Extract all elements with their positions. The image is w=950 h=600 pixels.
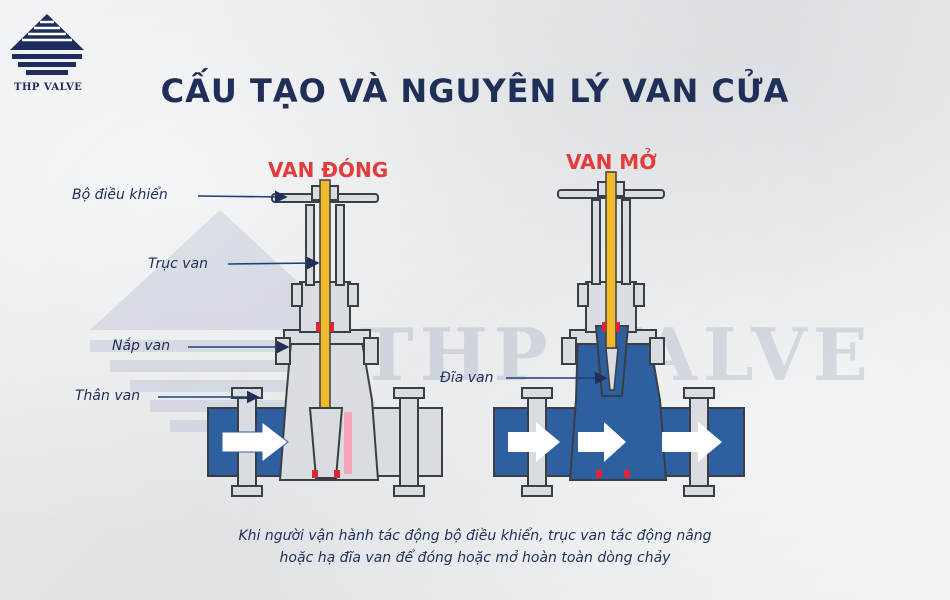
caption: Khi người vận hành tác động bộ điều khiể…: [0, 525, 950, 569]
thp-valve-logo-icon: [10, 14, 84, 75]
label-stem: Trục van: [148, 256, 208, 272]
closed-flow-arrow: [221, 420, 289, 464]
open-stem: [605, 171, 617, 349]
brand-name: THP VALVE: [14, 82, 83, 93]
label-disc: Đĩa van: [440, 370, 494, 386]
closed-disc: [308, 407, 344, 479]
closed-stem: [319, 179, 331, 411]
label-controller: Bộ điều khiển: [72, 187, 168, 203]
page-title: CẤU TẠO VÀ NGUYÊN LÝ VAN CỬA: [160, 72, 790, 110]
closed-valve: [207, 179, 443, 497]
label-body: Thân van: [75, 388, 141, 404]
state-open-label: VAN MỞ: [566, 150, 657, 174]
state-closed-label: VAN ĐÓNG: [268, 158, 389, 182]
caption-line-1: Khi người vận hành tác động bộ điều khiể…: [238, 528, 712, 544]
label-bonnet: Nắp van: [112, 338, 171, 354]
caption-line-2: hoặc hạ đĩa van để đóng hoặc mở hoàn toà…: [279, 550, 671, 566]
leader-lines: [158, 190, 608, 404]
open-valve: [493, 171, 745, 497]
